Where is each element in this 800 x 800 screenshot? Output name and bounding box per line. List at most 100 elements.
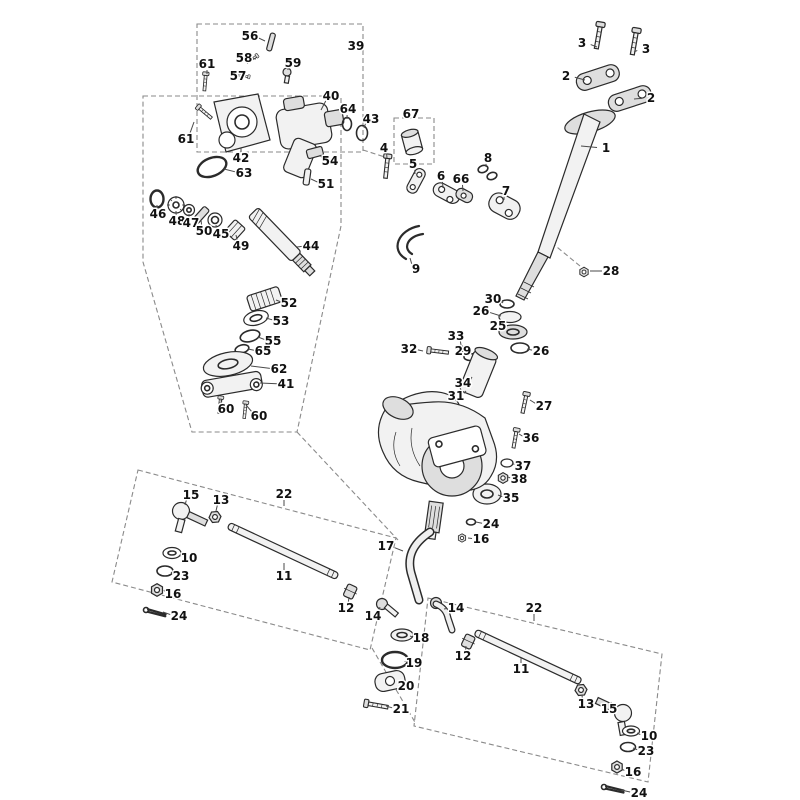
part-number-label: 18 [413, 631, 430, 645]
part-number-label: 20 [398, 679, 415, 693]
part-number-label: 60 [251, 409, 268, 423]
clamp-12-left [342, 583, 358, 600]
part-number-label: 12 [455, 649, 472, 663]
valve-input-assembly [426, 342, 532, 505]
part-number-label: 22 [276, 487, 293, 501]
part-number-label: 39 [348, 39, 365, 53]
part-number-label: 65 [255, 344, 272, 358]
valve-stem-housing [283, 137, 317, 179]
part-number-label: 21 [393, 702, 410, 716]
leader-line [489, 311, 502, 317]
nut-28 [579, 266, 589, 278]
leader-line [518, 433, 523, 437]
ring-43 [355, 124, 369, 142]
part-number-label: 23 [638, 744, 655, 758]
part-number-label: 15 [183, 488, 200, 502]
ring-19 [380, 650, 410, 670]
leader-line [378, 606, 381, 612]
leader-line [215, 224, 218, 229]
ring-26-lower [510, 342, 530, 354]
part-number-label: 53 [273, 314, 290, 328]
part-number-label: 32 [401, 342, 418, 356]
leader-line [247, 348, 255, 351]
leader-line [184, 500, 187, 506]
part-number-label: 28 [603, 264, 620, 278]
leader-line [409, 635, 413, 638]
part-number-label: 2 [647, 91, 655, 105]
leader-line [632, 747, 638, 751]
part-number-label: 49 [233, 239, 250, 253]
leader-line [178, 554, 181, 557]
part-number-label: 57 [230, 69, 247, 83]
part-number-label: 19 [406, 656, 423, 670]
leader-line [385, 705, 393, 709]
part-number-label: 62 [271, 362, 288, 376]
group-box-tie-rod-right [413, 597, 663, 783]
part-number-label: 10 [181, 551, 198, 565]
leader-line [461, 184, 464, 192]
part-number-label: 47 [183, 216, 200, 230]
plate-66 [455, 187, 474, 204]
pump-valve-housing-group [194, 32, 424, 186]
part-number-label: 3 [578, 36, 586, 50]
leader-line [200, 219, 203, 226]
part-number-label: 29 [455, 344, 472, 358]
leader-line [363, 123, 366, 129]
part-number-label: 9 [412, 262, 420, 276]
leader-line [633, 97, 643, 100]
washer-24-gear [465, 518, 477, 526]
ring-33 [457, 345, 465, 353]
leader-line [507, 476, 511, 479]
part-number-label: 23 [173, 569, 190, 583]
end-cover-62 [202, 351, 254, 377]
part-number-label: 15 [601, 702, 618, 716]
seal-10-right [621, 725, 641, 737]
tie-rod-right [460, 629, 641, 794]
housing-20 [374, 669, 406, 693]
ring-30 [499, 299, 515, 309]
leader-line [265, 317, 273, 321]
leader-line [235, 234, 238, 241]
part-number-label: 24 [483, 517, 500, 531]
group-box-39 [196, 23, 364, 153]
ring-55 [239, 329, 261, 343]
leader-line [526, 348, 533, 351]
part-number-label: 51 [318, 177, 335, 191]
part-28-connector-line [551, 242, 581, 267]
leader-line [441, 181, 444, 189]
coupling-flange-25 [498, 324, 528, 340]
part-number-label: 1 [602, 141, 610, 155]
worm-shaft-44 [248, 208, 316, 277]
part-number-label: 63 [236, 166, 253, 180]
pump-bracket-42 [213, 93, 271, 153]
leader-line [250, 365, 271, 369]
cap-67 [400, 128, 424, 156]
steering-shaft-1 [537, 113, 601, 259]
part-number-label: 61 [199, 57, 216, 71]
part-number-label: 27 [536, 399, 553, 413]
leader-line [310, 178, 318, 183]
leader-line [245, 404, 253, 413]
o-ring-63 [196, 155, 228, 179]
part-number-label: 24 [631, 786, 648, 800]
leader-line [475, 521, 483, 524]
part-number-label: 40 [323, 89, 340, 103]
leader-line [497, 494, 503, 498]
part-number-label: 2 [562, 69, 570, 83]
leader-line [529, 399, 536, 405]
nut-16-gear [457, 533, 467, 543]
part-number-label: 60 [218, 402, 235, 416]
part-number-label: 16 [625, 765, 642, 779]
part-number-label: 48 [169, 214, 186, 228]
valve-housing-40 [275, 95, 345, 150]
mounting-bracket [427, 425, 487, 468]
leader-line [347, 596, 350, 603]
piston-52 [246, 286, 283, 312]
cover-plate-41 [200, 370, 263, 398]
leader-line [633, 50, 638, 53]
part-number-label: 38 [511, 472, 528, 486]
part-number-label: 64 [340, 102, 357, 116]
part-number-label: 3 [642, 42, 650, 56]
